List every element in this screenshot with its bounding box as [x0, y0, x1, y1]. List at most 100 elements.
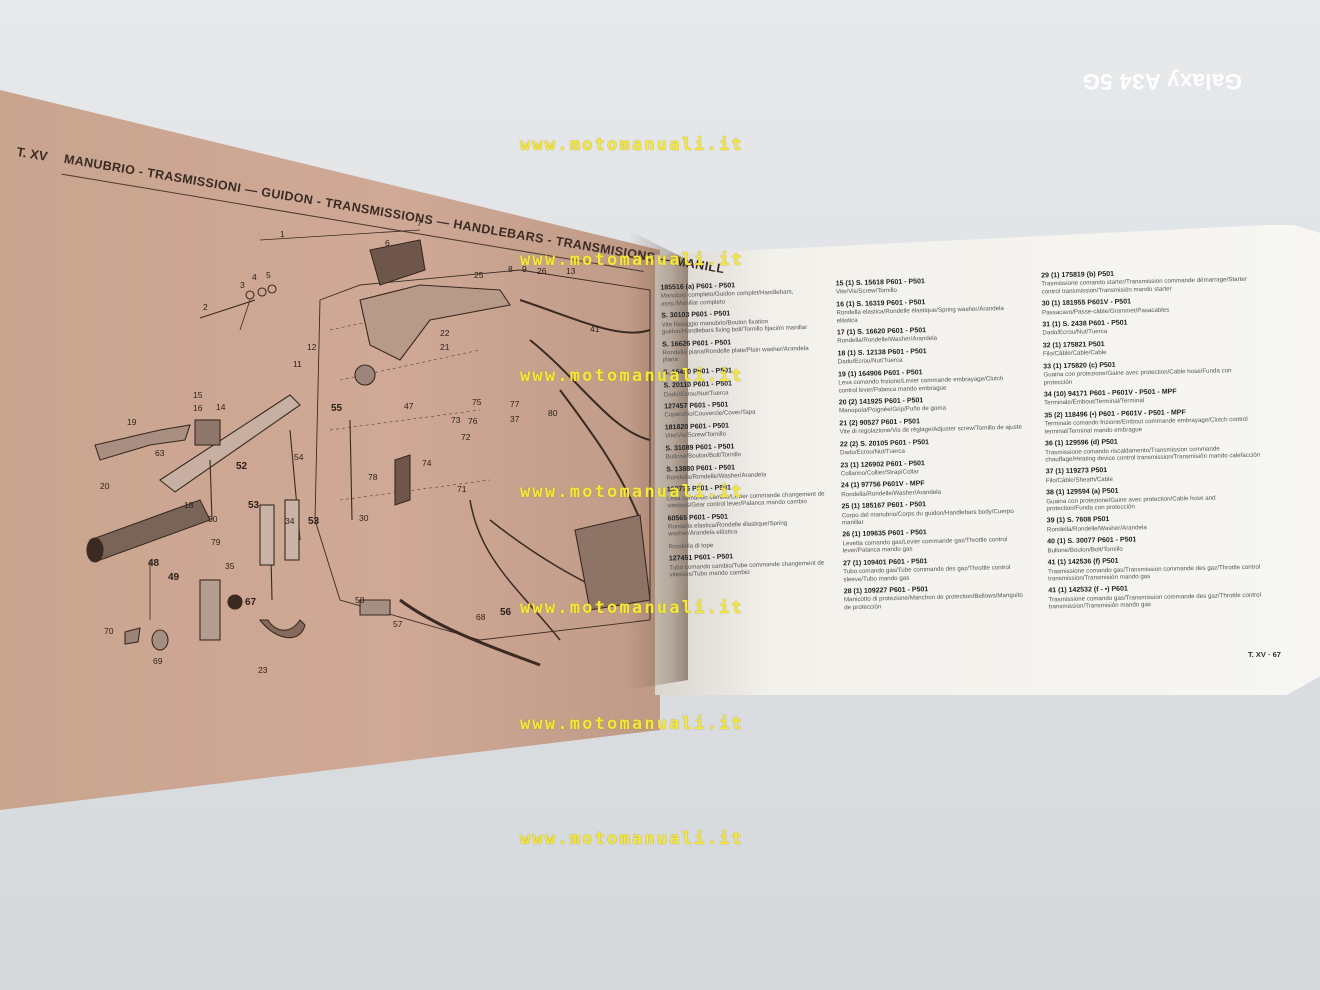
svg-text:25: 25 — [474, 270, 484, 280]
svg-text:11: 11 — [293, 359, 302, 369]
svg-text:5: 5 — [266, 270, 271, 280]
svg-text:1: 1 — [280, 229, 285, 239]
svg-text:13: 13 — [566, 266, 576, 276]
svg-text:74: 74 — [422, 458, 432, 468]
svg-text:68: 68 — [476, 612, 486, 622]
svg-text:3: 3 — [240, 280, 245, 290]
svg-text:48: 48 — [148, 558, 160, 569]
svg-text:26: 26 — [537, 266, 547, 276]
svg-text:79: 79 — [211, 537, 221, 547]
parts-list-entry: Rondella di tope — [668, 538, 828, 550]
svg-text:20: 20 — [100, 481, 110, 491]
svg-text:52: 52 — [236, 461, 248, 472]
book-spine-shadow — [628, 230, 688, 690]
svg-text:53: 53 — [248, 500, 260, 511]
svg-text:69: 69 — [153, 656, 163, 666]
svg-text:8: 8 — [508, 264, 513, 274]
svg-text:58: 58 — [355, 595, 365, 605]
svg-text:54: 54 — [294, 452, 304, 462]
svg-text:53: 53 — [308, 516, 320, 527]
watermark-text: www.motomanuali.it — [520, 135, 744, 155]
svg-text:71: 71 — [457, 484, 467, 494]
svg-text:49: 49 — [168, 572, 180, 583]
svg-text:76: 76 — [468, 416, 478, 426]
svg-text:67: 67 — [245, 597, 257, 608]
part-description: Rondella di tope — [668, 541, 714, 551]
svg-text:57: 57 — [393, 619, 403, 629]
svg-text:4: 4 — [252, 272, 257, 282]
svg-text:19: 19 — [127, 417, 137, 427]
watermark-text: www.motomanuali.it — [520, 366, 744, 386]
watermark-text: www.motomanuali.it — [520, 250, 744, 270]
watermark-text: www.motomanuali.it — [520, 482, 744, 502]
svg-text:7: 7 — [417, 218, 422, 228]
svg-text:73: 73 — [451, 415, 461, 425]
svg-text:78: 78 — [368, 472, 378, 482]
svg-text:22: 22 — [440, 328, 450, 338]
svg-text:77: 77 — [510, 399, 520, 409]
watermark-text: www.motomanuali.it — [520, 714, 744, 734]
svg-text:18: 18 — [184, 500, 194, 510]
svg-text:80: 80 — [548, 408, 558, 418]
svg-text:9: 9 — [522, 264, 527, 274]
svg-text:75: 75 — [472, 397, 482, 407]
svg-text:14: 14 — [216, 402, 226, 412]
svg-text:34: 34 — [285, 516, 295, 526]
page-number: T. XV · 67 — [1248, 650, 1281, 659]
svg-text:72: 72 — [461, 432, 471, 442]
svg-text:56: 56 — [500, 607, 512, 618]
svg-text:63: 63 — [155, 448, 165, 458]
svg-text:55: 55 — [331, 403, 343, 414]
svg-text:15: 15 — [193, 390, 203, 400]
svg-text:70: 70 — [104, 626, 114, 636]
svg-text:23: 23 — [258, 665, 268, 675]
svg-text:21: 21 — [440, 342, 450, 352]
svg-text:37: 37 — [510, 414, 520, 424]
svg-text:16: 16 — [193, 403, 203, 413]
svg-text:50: 50 — [208, 514, 218, 524]
svg-text:47: 47 — [404, 401, 414, 411]
watermark-text: www.motomanuali.it — [520, 829, 744, 849]
svg-text:12: 12 — [307, 342, 317, 352]
right-catalog-page — [655, 225, 1320, 695]
